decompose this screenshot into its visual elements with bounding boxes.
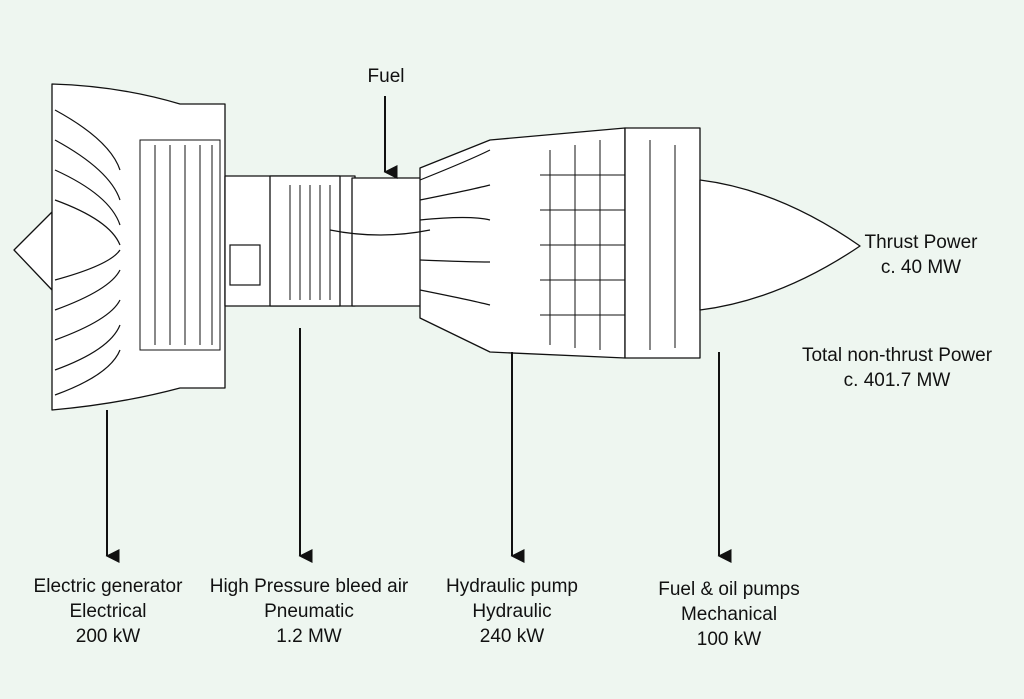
turbine-ribs [540, 140, 676, 350]
exhaust-cone [699, 179, 861, 311]
compressor-stages [139, 139, 221, 351]
bleed-air-label: High Pressure bleed air Pneumatic 1.2 MW [209, 576, 409, 647]
fan-blades [54, 109, 121, 396]
fuel-piping [229, 149, 491, 306]
bleed-air-stages [289, 185, 331, 300]
fuel-label: Fuel [367, 66, 405, 87]
hydraulic-pump-label: Hydraulic pump Hydraulic 240 kW [446, 576, 578, 647]
non-thrust-power-label: Total non-thrust Power c. 401.7 MW [801, 345, 993, 391]
thrust-power-label: Thrust Power c. 40 MW [864, 232, 978, 278]
electric-generator-label: Electric generator Electrical 200 kW [33, 576, 183, 647]
hp-compressor [269, 175, 341, 307]
spinner-cone [13, 211, 53, 291]
mechanical-pumps-label: Fuel & oil pumps Mechanical 100 kW [658, 579, 800, 650]
turbine-section [419, 127, 626, 359]
accessory-section [351, 177, 423, 307]
exhaust-casing [624, 127, 701, 359]
